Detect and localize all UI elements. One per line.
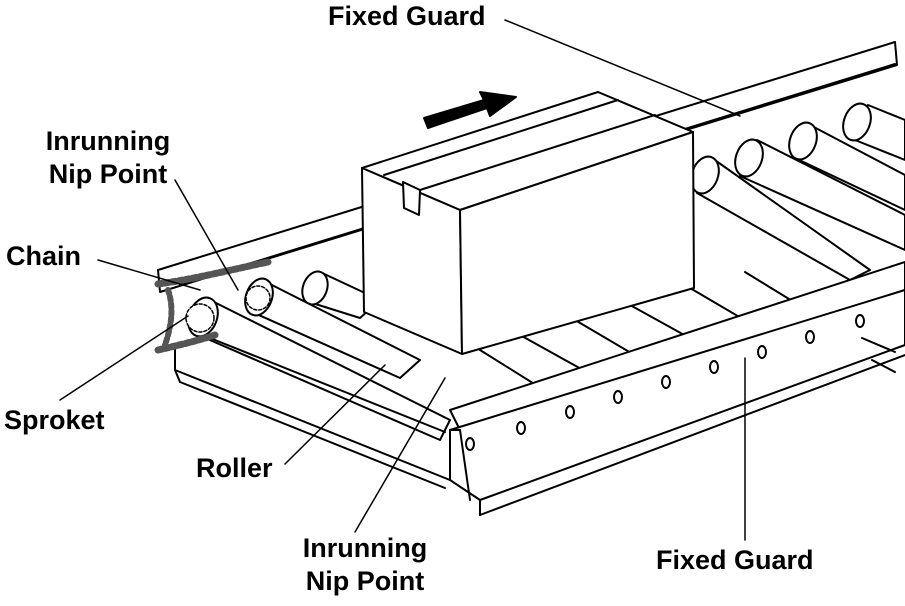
roller <box>788 121 905 211</box>
label-chain: Chain <box>6 241 82 271</box>
label-fixed-guard-bottom: Fixed Guard <box>656 545 814 575</box>
leader-fixed-guard-top <box>504 19 741 117</box>
leader-roller <box>284 364 386 465</box>
label-roller: Roller <box>196 453 273 483</box>
guard-holes <box>465 314 865 451</box>
leader-chain <box>97 259 201 291</box>
label-line: Inrunning <box>45 126 171 156</box>
roller <box>301 270 381 319</box>
roller <box>842 102 905 161</box>
label-line: Nip Point <box>305 566 425 596</box>
label-fixed-guard-top: Fixed Guard <box>328 1 486 31</box>
package-box <box>361 91 695 355</box>
direction-arrow <box>423 91 517 129</box>
label-line: Inrunning <box>302 533 428 563</box>
leader-sproket <box>59 315 189 401</box>
chain-and-sprocket <box>154 258 272 354</box>
roller-set <box>187 102 905 441</box>
label-inrunning-nip-point-top: Inrunning Nip Point <box>20 125 196 191</box>
label-sproket: Sproket <box>4 405 105 435</box>
label-line: Nip Point <box>48 159 168 189</box>
leader-inrunning-bottom <box>354 377 446 533</box>
label-inrunning-nip-point-bottom: Inrunning Nip Point <box>282 532 448 598</box>
roller <box>734 138 905 251</box>
near-fixed-guard <box>449 261 905 516</box>
leader-lines <box>59 19 746 541</box>
left-near-rail <box>174 337 896 489</box>
leader-inrunning-top <box>174 179 239 291</box>
